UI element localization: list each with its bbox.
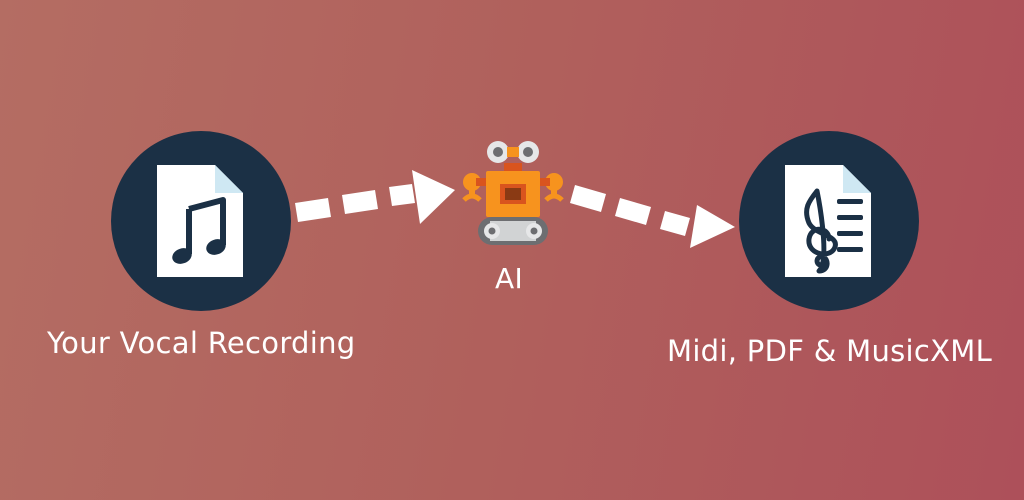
right-dashed-arrow <box>570 185 735 248</box>
output-label: Midi, PDF & MusicXML <box>667 334 993 368</box>
vocal-recording-badge <box>111 131 291 311</box>
sheet-music-file-icon <box>785 165 871 277</box>
ai-label: AI <box>495 262 524 295</box>
source-label: Your Vocal Recording <box>47 326 356 360</box>
sheet-music-badge <box>739 131 919 311</box>
robot-icon <box>462 141 564 245</box>
left-dashed-arrow <box>295 170 455 224</box>
music-note-file-icon <box>157 165 243 277</box>
